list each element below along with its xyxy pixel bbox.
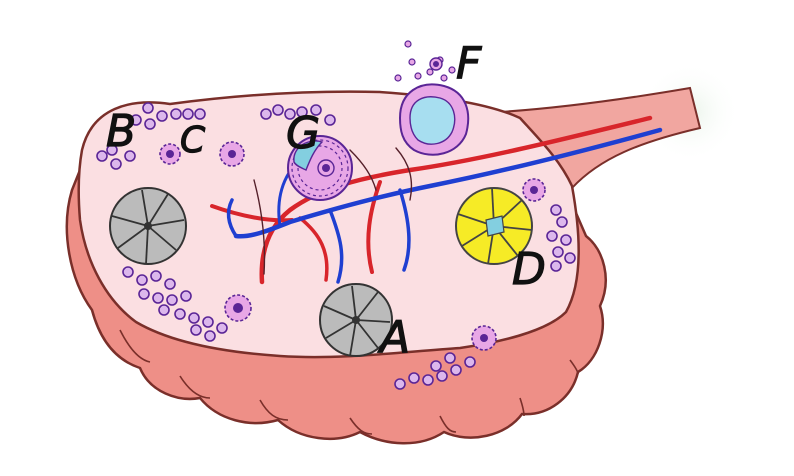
label-d: D (512, 244, 546, 295)
label-c: C (180, 120, 206, 161)
label-a: A (377, 312, 410, 363)
corpus-albicans-left (109, 187, 187, 265)
primary-follicles (159, 141, 546, 351)
blood-vessels (210, 115, 663, 285)
ovary-cortex (77, 90, 580, 359)
artery-branch-2 (366, 180, 382, 274)
primary-follicle-3 (224, 294, 252, 322)
follicle-cluster-bottom-right (394, 352, 476, 390)
primordial-follicles (96, 102, 576, 390)
label-f: F (456, 38, 482, 89)
vein-branch-2 (328, 208, 344, 284)
primary-follicle-2 (219, 141, 245, 167)
vein-branch-3 (398, 188, 411, 272)
vein-branch-1 (226, 198, 238, 238)
follicle-cluster-top-left (96, 102, 206, 170)
artery-branch-3 (298, 216, 329, 282)
follicle-cluster-top-mid (260, 104, 336, 126)
label-b: B (106, 106, 136, 157)
ovulating-follicle-f (394, 40, 470, 156)
follicle-cluster-right (546, 204, 576, 272)
primary-follicle-c (159, 143, 181, 165)
primary-follicle-5 (522, 178, 546, 202)
corpus-luteum-d (455, 187, 533, 265)
label-g: G (286, 108, 320, 159)
follicle-cluster-bottom-left (122, 266, 228, 342)
primary-follicle-4 (471, 325, 497, 351)
artery-branch-1 (210, 204, 294, 223)
antral-follicle-g (287, 135, 353, 201)
corpus-albicans-a (319, 283, 393, 357)
tissue-lobe-lines (119, 329, 579, 435)
vessel-lines-dark (253, 147, 413, 275)
